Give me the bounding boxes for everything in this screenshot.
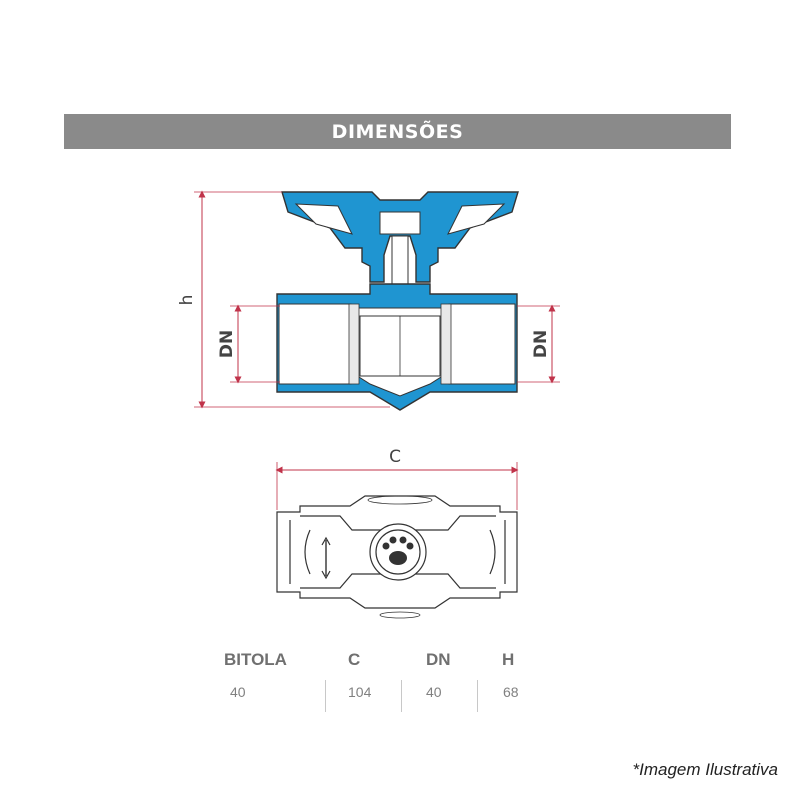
dimension-dn-left: DN: [217, 304, 280, 384]
section-title: DIMENSÕES: [64, 114, 731, 149]
table-header-h: H: [502, 650, 515, 669]
dimension-height: h: [177, 190, 390, 409]
table-value-dn: 40: [426, 684, 442, 700]
table-value-h: 68: [503, 684, 519, 700]
table-value-bitola: 40: [230, 684, 246, 700]
footnote: *Imagem Ilustrativa: [632, 760, 779, 779]
label-c: C: [389, 447, 401, 467]
table-divider: [401, 680, 402, 712]
valve-top-view: [276, 495, 518, 619]
table-header-c: C: [348, 650, 361, 669]
table-header-bitola: BITOLA: [224, 650, 287, 669]
table-divider: [325, 680, 326, 712]
table-header-dn: DN: [426, 650, 451, 669]
table-divider: [477, 680, 478, 712]
label-dn-right: DN: [531, 330, 551, 358]
label-dn-left: DN: [217, 330, 237, 358]
dimension-length: C: [275, 447, 519, 510]
dimension-dn-right: DN: [517, 304, 560, 384]
valve-section-view: [276, 191, 519, 411]
table-value-c: 104: [348, 684, 372, 700]
label-h: h: [177, 295, 197, 306]
